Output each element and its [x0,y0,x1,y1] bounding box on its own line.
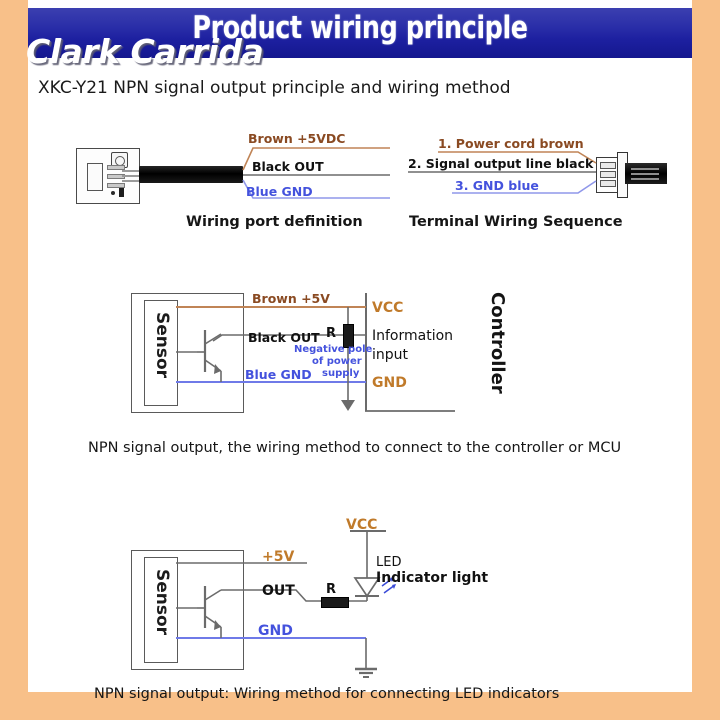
resistor-icon [343,324,354,348]
caption-controller-wiring: NPN signal output, the wiring method to … [88,440,622,456]
sensor-outer-box [131,293,244,413]
sensor-cable-icon [139,166,243,183]
wire-blue-gnd [176,637,366,639]
terminal-pin-icon [600,171,616,178]
label-black-out: Black OUT [252,159,324,174]
sensor-label: Sensor [152,569,172,636]
label-blue-gnd: Blue GND [245,367,312,382]
sensor-outer-box [131,550,244,670]
label-blue-gnd: Blue GND [246,184,313,199]
module-component-icon [119,188,124,197]
module-pad-icon [107,165,125,170]
cable-strand-icon [122,180,144,182]
sensor-label: Sensor [152,312,172,379]
module-pad-icon [107,183,125,188]
label-brown-5vdc: Brown +5VDC [248,131,346,146]
module-chip-icon [87,163,103,191]
cable-strand-icon [631,168,659,170]
label-vcc: VCC [372,300,404,316]
terminal-pin-icon [600,162,616,169]
title-banner: Product wiring principle [28,8,692,58]
cable-strand-icon [631,173,659,175]
resistor-label: R [326,582,337,597]
resistor-label: R [326,326,337,341]
label-signal-output-black: 2. Signal output line black [408,156,594,171]
wire-brown-vcc [176,306,366,308]
controller-label: Controller [487,292,508,394]
label-black-out: Black OUT [248,330,320,345]
caption-terminal-wiring: Terminal Wiring Sequence [409,214,623,230]
label-of-power: of power [312,356,362,367]
label-out: OUT [262,583,295,599]
label-input: input [372,347,409,363]
label-led: LED [376,555,402,570]
label-negative-pole: Negative pole [294,344,373,355]
label-plus-5v: +5V [262,549,295,565]
label-information: Information [372,328,454,344]
caption-wiring-port: Wiring port definition [186,214,363,230]
sensor-inner-box [144,557,178,663]
resistor-icon [321,597,349,608]
wire-blue-gnd [176,381,366,383]
label-gnd: GND [258,623,293,639]
controller-left-rail [365,293,367,411]
cable-strand-icon [122,175,144,177]
label-brown-5v: Brown +5V [252,291,330,306]
sensor-inner-box [144,300,178,406]
caption-led-wiring: NPN signal output: Wiring method for con… [94,686,560,702]
cable-strand-icon [631,178,659,180]
label-supply: supply [322,368,360,379]
label-power-cord-brown: 1. Power cord brown [438,136,584,151]
terminal-pin-icon [600,180,616,187]
headline-text: XKC-Y21 NPN signal output principle and … [38,78,511,98]
label-gnd-blue: 3. GND blue [455,178,539,193]
module-led-icon [111,191,115,195]
paper-sheet [28,0,692,692]
label-indicator-light: Indicator light [376,570,489,586]
cable-strand-icon [122,170,144,172]
label-gnd: GND [372,375,407,391]
label-vcc: VCC [346,517,378,533]
page-title: Product wiring principle [192,10,528,46]
